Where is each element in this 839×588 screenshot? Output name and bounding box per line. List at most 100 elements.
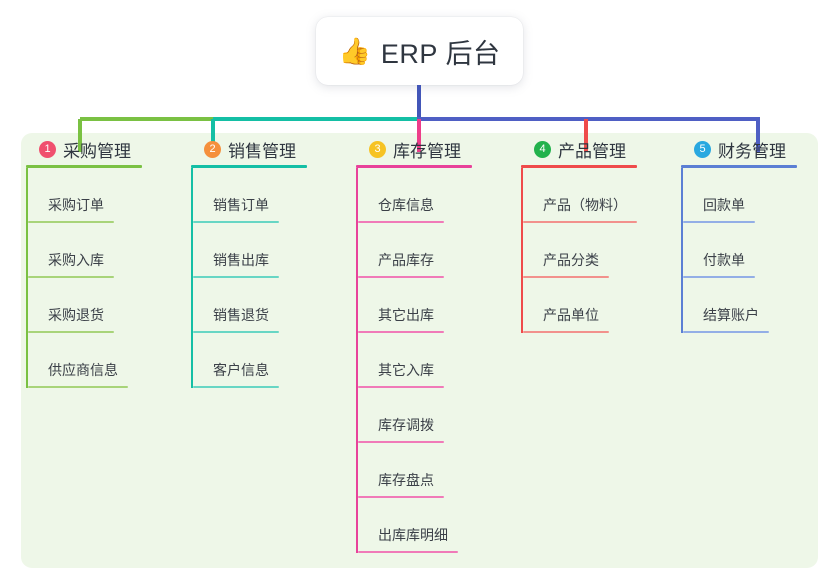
branch-spine-4 xyxy=(521,168,523,333)
branch-item-underline xyxy=(523,331,609,333)
branch-item-underline xyxy=(358,331,444,333)
branch-item-label: 其它出库 xyxy=(378,307,434,323)
branch-item-label: 采购入库 xyxy=(48,252,104,268)
branch-title-4: 产品管理 xyxy=(558,141,626,161)
branch-item[interactable]: 客户信息 xyxy=(191,333,351,388)
branch-item-label: 销售出库 xyxy=(213,252,269,268)
branch-item[interactable]: 库存盘点 xyxy=(356,443,516,498)
branch-item[interactable]: 出库库明细 xyxy=(356,498,516,553)
branch-item-underline xyxy=(523,276,609,278)
branch-item[interactable]: 付款单 xyxy=(681,223,818,278)
branch-items-3: 仓库信息产品库存其它出库其它入库库存调拨库存盘点出库库明细 xyxy=(356,168,516,553)
branch-item-underline xyxy=(683,221,755,223)
branch-item-label: 销售订单 xyxy=(213,197,269,213)
branch-item[interactable]: 销售订单 xyxy=(191,168,351,223)
branch-items-5: 回款单付款单结算账户 xyxy=(681,168,818,333)
branch-item[interactable]: 产品库存 xyxy=(356,223,516,278)
branch-item[interactable]: 采购入库 xyxy=(26,223,186,278)
branch-item-label: 采购订单 xyxy=(48,197,104,213)
branch-badge-4: 4 xyxy=(534,140,551,158)
thumbs-up-icon: 👍 xyxy=(338,36,371,66)
branch-underline-1 xyxy=(26,165,142,168)
branch-spine-2 xyxy=(191,168,193,388)
branch-item-label: 回款单 xyxy=(703,197,745,213)
branch-item[interactable]: 库存调拨 xyxy=(356,388,516,443)
branch-column-4: 4 产品管理产品（物料） 产品分类产品单位 xyxy=(516,133,676,333)
branch-item-underline xyxy=(28,221,114,223)
branch-item[interactable]: 仓库信息 xyxy=(356,168,516,223)
branch-title-1: 采购管理 xyxy=(63,141,131,161)
root-node-content: 👍 ERP 后台 xyxy=(339,32,501,71)
branch-item-label: 出库库明细 xyxy=(378,527,448,543)
branch-title-5: 财务管理 xyxy=(718,141,786,161)
branch-header-1[interactable]: 1 采购管理 xyxy=(21,133,186,165)
branch-item-label: 库存盘点 xyxy=(378,472,434,488)
branch-item-label: 产品分类 xyxy=(543,252,599,268)
branch-underline-2 xyxy=(191,165,307,168)
branch-item-underline xyxy=(523,221,637,223)
branch-spine-5 xyxy=(681,168,683,333)
branch-header-4[interactable]: 4 产品管理 xyxy=(516,133,676,165)
branch-underline-5 xyxy=(681,165,797,168)
branch-title-3: 库存管理 xyxy=(393,141,461,161)
branch-item-label: 采购退货 xyxy=(48,307,104,323)
branch-header-3[interactable]: 3 库存管理 xyxy=(351,133,516,165)
branch-header-2[interactable]: 2 销售管理 xyxy=(186,133,351,165)
root-node-title: ERP 后台 xyxy=(380,38,501,69)
branch-item[interactable]: 销售出库 xyxy=(191,223,351,278)
branch-underline-4 xyxy=(521,165,637,168)
branch-item-label: 库存调拨 xyxy=(378,417,434,433)
branch-columns: 1 采购管理采购订单采购入库采购退货供应商信息 2 销售管理销售订单销售出库销售退货客… xyxy=(21,133,818,568)
branch-header-5[interactable]: 5 财务管理 xyxy=(676,133,818,165)
branch-item-underline xyxy=(193,331,279,333)
branch-item[interactable]: 采购订单 xyxy=(26,168,186,223)
branch-items-4: 产品（物料） 产品分类产品单位 xyxy=(521,168,676,333)
branch-item-label: 付款单 xyxy=(703,252,745,268)
branch-title-2: 销售管理 xyxy=(228,141,296,161)
branch-item-underline xyxy=(193,276,279,278)
branch-spine-3 xyxy=(356,168,358,553)
branch-badge-3: 3 xyxy=(369,140,386,158)
branch-item-label: 其它入库 xyxy=(378,362,434,378)
branch-items-2: 销售订单销售出库销售退货客户信息 xyxy=(191,168,351,388)
branch-item[interactable]: 产品（物料） xyxy=(521,168,676,223)
branch-item[interactable]: 结算账户 xyxy=(681,278,818,333)
branch-item-underline xyxy=(358,276,444,278)
branch-item-underline xyxy=(28,331,114,333)
branch-item-underline xyxy=(358,441,444,443)
branch-spine-1 xyxy=(26,168,28,388)
root-node-card[interactable]: 👍 ERP 后台 xyxy=(316,17,523,85)
branch-item-label: 产品单位 xyxy=(543,307,599,323)
branch-item-label: 结算账户 xyxy=(703,307,759,323)
branch-item[interactable]: 产品单位 xyxy=(521,278,676,333)
branch-badge-1: 1 xyxy=(39,140,56,158)
branch-column-1: 1 采购管理采购订单采购入库采购退货供应商信息 xyxy=(21,133,186,388)
branch-item-underline xyxy=(193,221,279,223)
branch-column-2: 2 销售管理销售订单销售出库销售退货客户信息 xyxy=(186,133,351,388)
branch-underline-3 xyxy=(356,165,472,168)
branch-column-3: 3 库存管理仓库信息产品库存其它出库其它入库库存调拨库存盘点出库库明细 xyxy=(351,133,516,553)
branch-item-underline xyxy=(358,551,458,553)
branches-panel xyxy=(21,133,818,568)
branch-item-underline xyxy=(28,386,128,388)
branch-item[interactable]: 其它出库 xyxy=(356,278,516,333)
branch-item-label: 销售退货 xyxy=(213,307,269,323)
branch-badge-2: 2 xyxy=(204,140,221,158)
branch-item[interactable]: 采购退货 xyxy=(26,278,186,333)
branch-item-label: 产品（物料） xyxy=(543,197,627,213)
branch-item-label: 供应商信息 xyxy=(48,362,118,378)
branch-item-underline xyxy=(683,331,769,333)
branch-item[interactable]: 回款单 xyxy=(681,168,818,223)
branch-items-1: 采购订单采购入库采购退货供应商信息 xyxy=(26,168,186,388)
branch-item-label: 仓库信息 xyxy=(378,197,434,213)
branch-item[interactable]: 销售退货 xyxy=(191,278,351,333)
branch-item-label: 产品库存 xyxy=(378,252,434,268)
branch-item-underline xyxy=(193,386,279,388)
branch-badge-5: 5 xyxy=(694,140,711,158)
branch-item[interactable]: 产品分类 xyxy=(521,223,676,278)
branch-item-underline xyxy=(358,221,444,223)
branch-item[interactable]: 供应商信息 xyxy=(26,333,186,388)
branch-item[interactable]: 其它入库 xyxy=(356,333,516,388)
branch-item-underline xyxy=(683,276,755,278)
